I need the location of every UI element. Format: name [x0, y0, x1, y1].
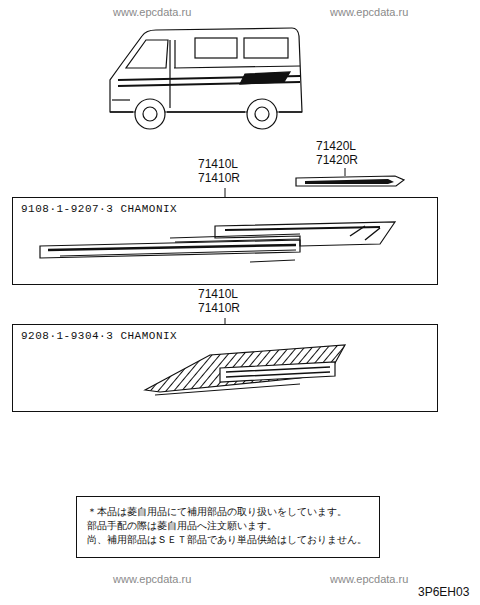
note-text: 尚、補用部品はＳＥＴ部品であり単品供給はしておりません。: [87, 533, 369, 547]
stripe-set-2: [145, 345, 345, 395]
part-number: 71410L: [198, 158, 238, 171]
watermark: www.epcdata.ru: [330, 573, 408, 586]
part-number: 71420R: [316, 154, 358, 167]
part-number: 71420L: [316, 140, 356, 153]
watermark: www.epcdata.ru: [330, 6, 408, 19]
note-text: ＊本品は菱自用品にて補用部品の取り扱いをしています。: [87, 505, 369, 519]
part-number: 71410R: [198, 172, 240, 185]
variant-box: 9108·1-9207·3 CHAMONIX: [12, 197, 438, 285]
watermark: www.epcdata.ru: [113, 573, 191, 586]
part-number: 71410R: [198, 302, 240, 315]
diagram-code: 3P6EH03: [418, 586, 469, 599]
note-box: ＊本品は菱自用品にて補用部品の取り扱いをしています。部品手配の際は菱自用品へ注文…: [76, 496, 380, 558]
watermark: www.epcdata.ru: [113, 6, 191, 19]
side-stripe-small: [296, 176, 404, 186]
stripe-set-1: [40, 222, 395, 262]
variant-heading: 9208·1-9304·3 CHAMONIX: [13, 325, 185, 347]
note-text: 部品手配の際は菱自用品へ注文願います。: [87, 519, 369, 533]
van: [110, 28, 302, 129]
part-number: 71410L: [198, 288, 238, 301]
variant-box: 9208·1-9304·3 CHAMONIX: [12, 324, 438, 412]
variant-heading: 9108·1-9207·3 CHAMONIX: [13, 198, 185, 220]
